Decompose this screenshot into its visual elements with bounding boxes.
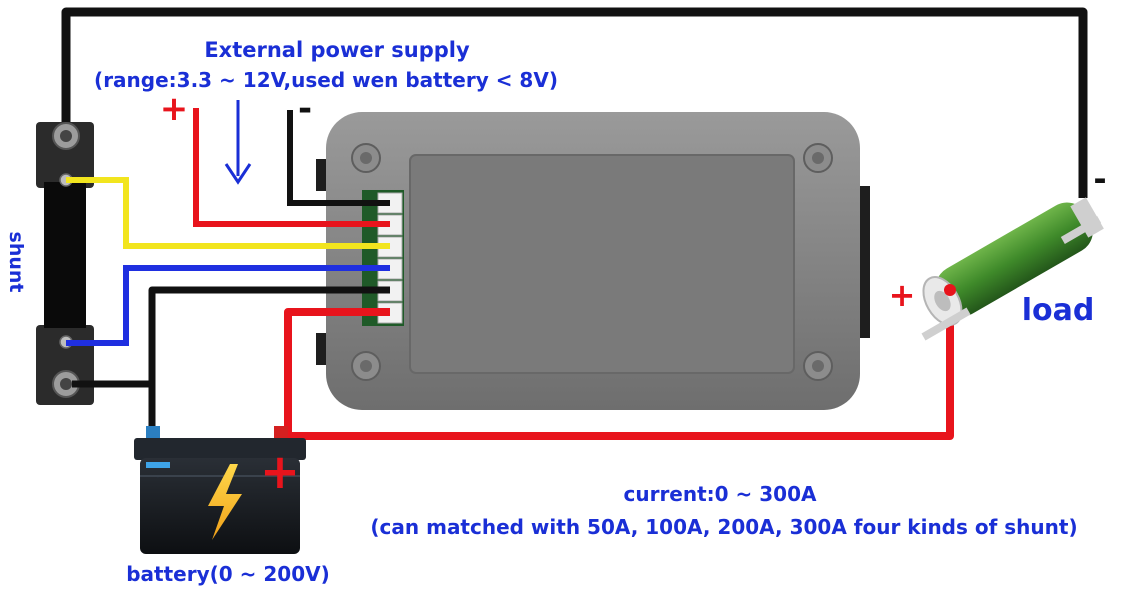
down-arrow-icon — [224, 100, 252, 185]
ext-supply-title: External power supply — [204, 38, 470, 62]
load-resistor — [921, 197, 1104, 341]
ext-plus-sign: + — [160, 89, 189, 129]
ext-positive-wire — [193, 108, 390, 227]
shunt-label: shunt — [5, 232, 27, 293]
ext-supply-range: (range:3.3 ~ 12V,used wen battery < 8V) — [94, 68, 558, 92]
shunt-sense-yellow-wire — [66, 177, 390, 249]
battery-minus-mark — [146, 462, 170, 468]
load-minus-sign: - — [1093, 160, 1106, 198]
load-label: load — [1022, 293, 1095, 328]
battery-label: battery(0 ~ 200V) — [126, 562, 330, 586]
battery-plus-sign: + — [260, 444, 300, 500]
current-range-label: current:0 ~ 300A — [623, 482, 817, 506]
battery-negative-wire — [72, 286, 390, 432]
ext-minus-sign: - — [298, 89, 312, 129]
meter-module — [316, 112, 870, 410]
shunt-sense-blue-wire — [66, 265, 390, 346]
shunt — [36, 122, 94, 405]
battery — [134, 426, 306, 554]
lightning-bolt-icon — [208, 464, 242, 540]
ext-negative-wire — [287, 110, 390, 206]
shunt-options-label: (can matched with 50A, 100A, 200A, 300A … — [370, 515, 1077, 539]
load-plus-sign: + — [889, 276, 916, 314]
top-negative-wire — [61, 7, 1088, 198]
